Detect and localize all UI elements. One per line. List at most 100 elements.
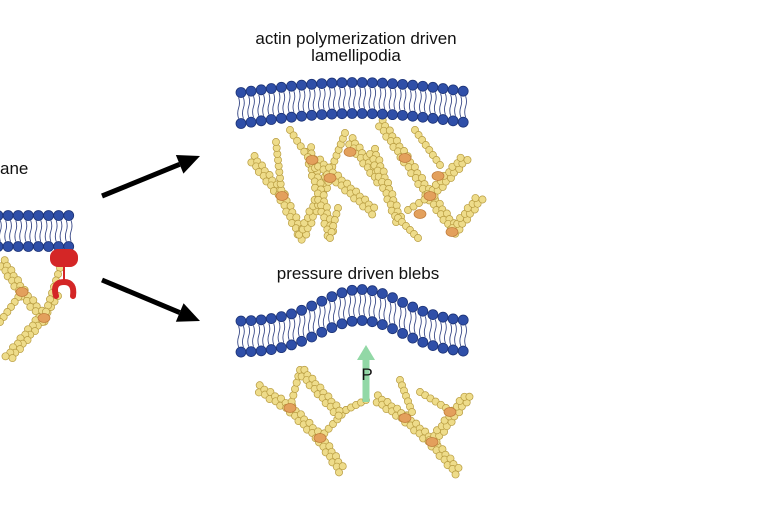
branch-node [423,191,437,201]
lipid-head [326,108,338,120]
lipid-head [316,295,328,307]
lipid-tail [388,302,392,324]
actin-bead [478,195,487,204]
lipid-tail [459,324,463,347]
branch-node [305,155,319,165]
lipid-tail [0,220,2,242]
lipid-head [336,77,348,89]
lipid-head [53,210,64,221]
arrow-to-blebs-head [175,303,200,322]
actin-bead [368,210,377,219]
lipid-tail [242,97,245,119]
lipid-tail [237,97,240,119]
lipid-head [306,78,318,90]
actin-bead [0,318,4,326]
left-membrane-heads [0,210,75,252]
lipid-tail [363,294,366,316]
lipid-tail [433,319,437,341]
lipid-tail [322,306,326,328]
lipid-head [12,210,24,221]
lipid-tail [353,87,356,109]
lipid-tail [54,220,58,242]
pressure-label: P [361,365,372,384]
lipid-tail [454,94,457,116]
lipid-tail [429,92,432,114]
lipid-tail [24,220,28,242]
actin-filament [416,388,450,412]
lipid-tail [459,96,463,118]
lipid-tail [439,93,442,115]
lipid-head [346,77,358,88]
lipid-head [316,78,328,90]
lipid-head [326,77,338,89]
lipid-head [306,331,318,343]
lipid-tail [423,91,427,113]
lipid-tail [433,92,437,114]
lipid-head [387,78,398,90]
lipid-tail [272,93,276,115]
left-membrane-tails [0,220,73,242]
lipid-head [417,111,429,123]
lamellipodia-membrane-heads [235,77,469,129]
lipid-head [43,241,54,252]
lipid-head [457,116,469,128]
lipid-tail [34,220,38,242]
lipid-tail [403,89,407,111]
lipid-head [417,336,429,348]
actin-bead [454,463,463,472]
lipid-tail [454,323,457,346]
branch-node [275,191,289,201]
lipid-tail [252,95,255,118]
lipid-head [447,344,459,356]
actin-bead [293,136,302,145]
lipid-head [245,116,257,128]
branch-node [37,313,51,323]
lipid-head [366,108,378,120]
lipid-head [33,241,44,252]
lipid-head [235,346,247,358]
lipid-head [326,291,338,303]
lipid-head [376,108,388,120]
lipid-tail [419,316,422,338]
motor-protein [50,249,78,299]
lipid-tail [429,319,432,341]
lipid-tail [287,91,291,113]
lamellipodia-membrane [235,77,469,129]
lipid-tail [378,87,382,110]
lipid-head [417,80,429,92]
branch-node [343,147,357,157]
actin-filament [423,153,472,200]
lipid-tail [368,87,372,109]
lipid-head [275,342,287,354]
actin-filament [297,365,344,420]
lipid-tail [267,323,271,345]
arrow-to-lamellipodia-shaft [101,161,181,199]
lipid-tail [297,315,301,337]
lipid-tail [277,321,281,343]
left-membrane-label: ane [0,159,29,178]
lipid-head [437,311,449,323]
pressure-arrow [357,345,375,402]
lipid-head [265,114,277,125]
lipid-head [356,108,368,119]
lipid-tail [14,220,18,242]
branch-node [445,227,459,237]
lipid-tail [444,93,447,115]
lipid-tail [332,301,336,323]
lipid-tail [59,220,63,242]
lipid-tail [383,298,387,320]
lipid-head [255,345,267,357]
bleb-membrane [235,284,469,358]
arrow-to-lamellipodia [101,155,200,199]
lipid-tail [398,307,402,329]
lipid-head [397,327,409,339]
lipid-tail [277,92,281,114]
lipid-tail [312,89,316,111]
lipid-tail [267,93,271,115]
lipid-tail [388,88,392,110]
lipid-tail [373,295,377,317]
lipid-head [366,77,378,89]
lipid-tail [4,220,8,242]
lipid-tail [464,96,467,118]
